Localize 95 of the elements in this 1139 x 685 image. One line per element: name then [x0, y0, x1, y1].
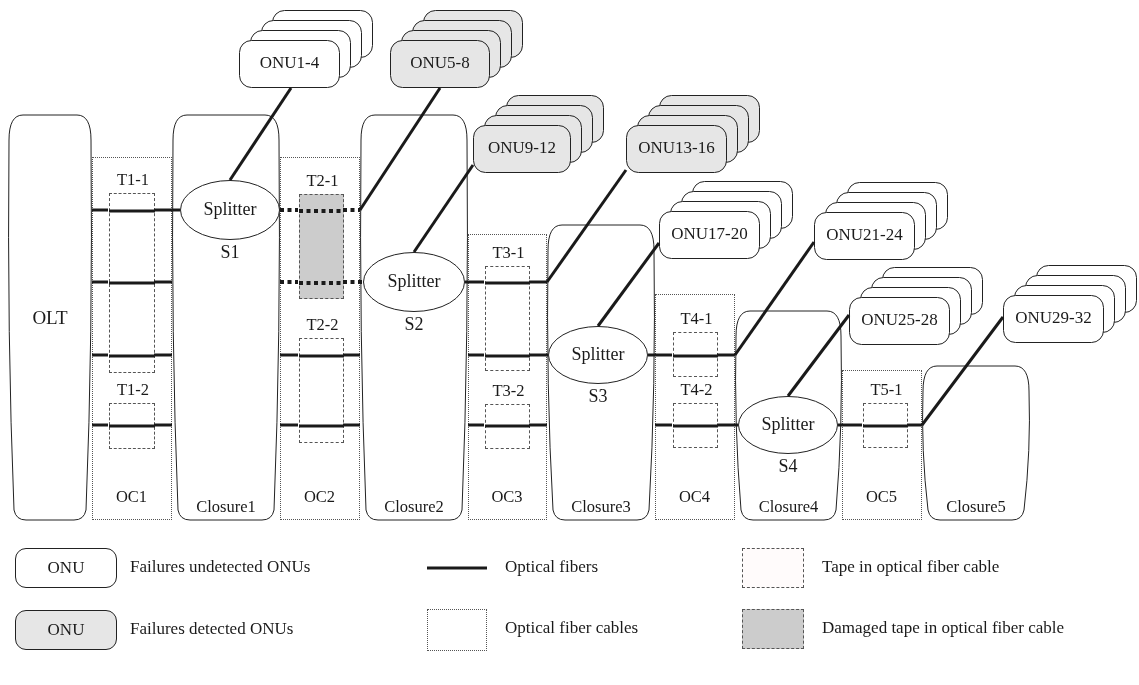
tape-label: T4-1	[679, 310, 714, 329]
onu-card-stack	[849, 267, 983, 345]
fiber-line	[154, 353, 172, 357]
splitter-id: S4	[777, 457, 799, 477]
fiber-line	[412, 164, 475, 253]
damaged-fiber-line	[280, 280, 298, 284]
fiber-line	[92, 353, 108, 357]
damaged-fiber-line	[343, 208, 360, 212]
splitter-label: Splitter	[386, 272, 442, 292]
splitter-label: Splitter	[202, 200, 258, 220]
tape-label: T3-1	[491, 244, 526, 263]
tape-label: T2-1	[305, 172, 340, 191]
damaged-fiber-line	[343, 280, 363, 284]
fiber-line	[786, 314, 851, 397]
closure-enclosure	[547, 225, 655, 520]
legend-text: Optical fibers	[505, 558, 598, 577]
onu-card-stack	[390, 10, 523, 88]
onu-label: ONU13-16	[637, 139, 716, 158]
tape-label: T2-2	[305, 316, 340, 335]
tape-label: T5-1	[869, 381, 904, 400]
onu-card-stack	[626, 95, 760, 173]
onu-legend-sample: ONU	[15, 548, 117, 588]
closure-enclosure	[922, 366, 1030, 520]
fiber-line	[529, 280, 547, 284]
onu-label: ONU17-20	[670, 225, 749, 244]
fiber-line	[717, 353, 735, 357]
closure-label: Closure1	[195, 498, 257, 517]
fiber-line	[465, 280, 484, 284]
fiber-line	[529, 353, 548, 357]
closure-enclosure	[172, 115, 280, 520]
legend-text: Damaged tape in optical fiber cable	[822, 619, 1065, 638]
fiber-line	[733, 241, 816, 356]
splitter-label: Splitter	[760, 415, 816, 435]
fiber-line	[468, 423, 484, 427]
cable-label: OC2	[302, 488, 337, 507]
cable-label: OC5	[864, 488, 899, 507]
splitter-label: Splitter	[570, 345, 626, 365]
closure-enclosure	[735, 311, 842, 520]
tape-label: T3-2	[491, 382, 526, 401]
onu-label: ONU29-32	[1014, 309, 1093, 328]
fiber-line	[92, 280, 108, 284]
fiber-line	[529, 423, 547, 427]
fiber-line	[280, 423, 298, 427]
onu-label: ONU5-8	[409, 54, 471, 73]
fiber-line	[358, 87, 442, 211]
tape-label: T1-1	[115, 171, 151, 190]
fiber-line	[596, 242, 661, 327]
damaged-fiber-line	[280, 208, 298, 212]
onu-card-stack	[814, 182, 948, 260]
fiber-line	[92, 423, 108, 427]
onu-label: ONU9-12	[487, 139, 557, 158]
legend-text: Tape in optical fiber cable	[822, 558, 1000, 577]
fiber-line	[154, 280, 172, 284]
olt-enclosure	[8, 115, 92, 520]
fiber-line	[92, 208, 108, 212]
fiber-line	[228, 87, 293, 181]
fiber-line	[343, 423, 360, 427]
onu-card-stack	[473, 95, 604, 173]
legend-text: Failures undetected ONUs	[130, 558, 311, 577]
fiber-line	[648, 353, 672, 357]
onu-card-stack	[1003, 265, 1137, 343]
splitter-id: S2	[403, 315, 425, 335]
onu-label: ONU21-24	[825, 226, 904, 245]
closure-label: Closure3	[570, 498, 632, 517]
fiber-line	[545, 169, 628, 283]
cable-label: OC3	[490, 488, 524, 507]
cable-label: OC4	[677, 488, 712, 507]
closure-label: Closure4	[757, 498, 820, 517]
onu-card-stack	[239, 10, 373, 88]
onu-legend-sample: ONU	[15, 610, 117, 650]
splitter-id: S1	[219, 243, 241, 263]
legend-text: Failures detected ONUs	[130, 620, 294, 639]
legend-text: Optical fiber cables	[505, 619, 639, 638]
closure-label: Closure5	[945, 498, 1007, 517]
olt-label: OLT	[31, 307, 69, 329]
fiber-line	[920, 316, 1005, 426]
fiber-line	[280, 353, 298, 357]
onu-label: ONU25-28	[860, 311, 939, 330]
fiber-line	[468, 353, 484, 357]
fiber-line	[838, 423, 862, 427]
closure-label: Closure2	[383, 498, 445, 517]
tape-label: T4-2	[679, 381, 714, 400]
fiber-line	[154, 208, 180, 212]
fiber-line	[907, 423, 922, 427]
fiber-line	[343, 353, 360, 357]
fiber-line	[717, 423, 738, 427]
fiber-line	[655, 423, 672, 427]
splitter-id: S3	[587, 387, 609, 407]
fiber-line	[154, 423, 172, 427]
closure-enclosure	[360, 115, 468, 520]
onu-label: ONU1-4	[258, 54, 321, 73]
tape-label: T1-2	[115, 381, 151, 400]
cable-label: OC1	[114, 488, 149, 507]
cable-section	[280, 157, 360, 520]
onu-card-stack	[659, 181, 793, 259]
